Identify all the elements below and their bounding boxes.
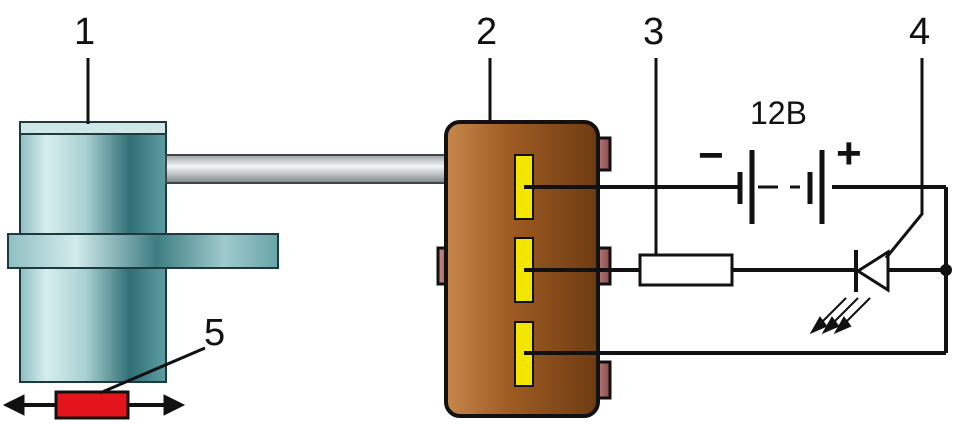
- connector: [436, 120, 612, 418]
- motion-arrows-icon: [2, 394, 186, 416]
- sensor-body: [7, 121, 279, 383]
- led-diode: [854, 249, 890, 293]
- junction-dot: [940, 264, 952, 276]
- battery: [737, 150, 825, 224]
- battery-plus-sign: +: [836, 129, 862, 178]
- callout-connector: 2: [476, 11, 497, 53]
- light-arrows-icon: [809, 297, 871, 335]
- callout-sensor: 1: [74, 11, 95, 53]
- battery-voltage-label: 12В: [750, 95, 807, 131]
- callout-led: 4: [909, 11, 930, 53]
- magnet: [54, 390, 130, 420]
- leader-lines: [86, 58, 924, 395]
- battery-minus-sign: −: [698, 131, 724, 180]
- cable: [165, 154, 451, 184]
- callout-resistor: 3: [643, 11, 664, 53]
- resistor: [638, 253, 734, 287]
- callout-magnet: 5: [204, 312, 225, 354]
